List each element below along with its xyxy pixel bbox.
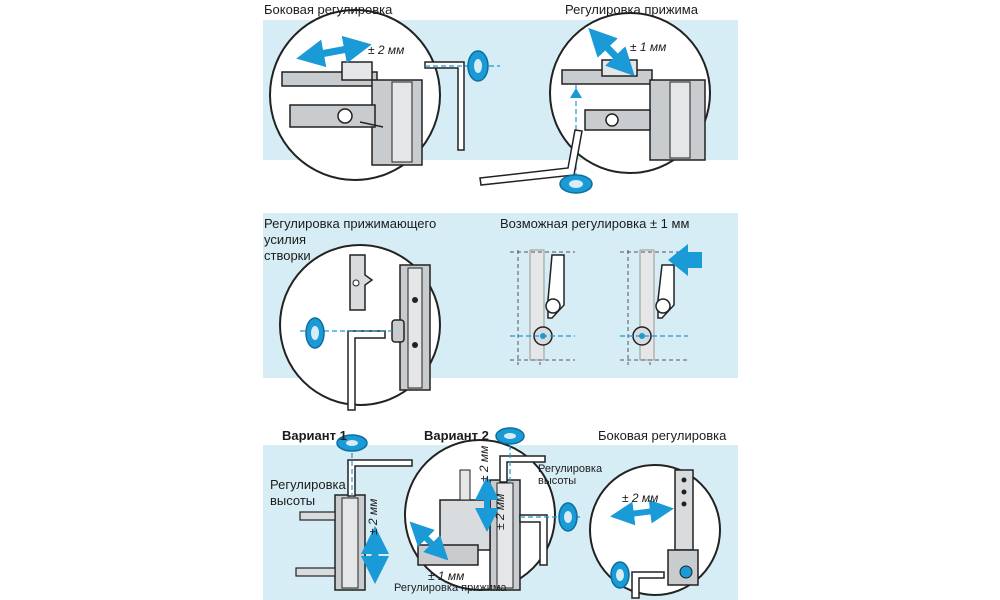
- hex-key-icon: [347, 459, 413, 497]
- hex-key-icon: [631, 571, 665, 599]
- lateral-double-arrow: [296, 35, 372, 68]
- variant2-tolerance-side: ± 2 мм: [493, 493, 507, 530]
- rotation-icon: [336, 434, 368, 452]
- hex-key-icon: [519, 514, 548, 566]
- cam-adjustment-left: [510, 249, 575, 365]
- section2-right-title: Возможная регулировка ± 1 мм: [500, 216, 690, 231]
- section1-right-title: Регулировка прижима: [565, 2, 698, 17]
- rotation-icon: [610, 561, 630, 589]
- rotation-icon: [305, 317, 325, 349]
- side-adjustment-title: Боковая регулировка: [598, 428, 727, 443]
- cam-adjustment-right: [620, 249, 688, 365]
- rotation-icon: [558, 502, 578, 532]
- section1-left-tolerance: ± 2 мм: [368, 43, 405, 57]
- pressure-double-arrow: [588, 27, 635, 77]
- rotation-icon: [559, 174, 593, 194]
- rotation-icon: [467, 50, 489, 82]
- section1-left-title: Боковая регулировка: [264, 2, 393, 17]
- variant2-press-tolerance: ± 1 мм: [428, 569, 465, 583]
- variant2-height-line1: Регулировка: [538, 463, 603, 475]
- hex-key-icon: [499, 455, 546, 483]
- push-arrow-icon: [668, 244, 702, 276]
- side-adjustment-tolerance: ± 2 мм: [622, 491, 659, 505]
- section2-left-title-line1: Регулировка прижимающего: [264, 216, 437, 231]
- section2-left-title-line3: створки: [264, 248, 311, 263]
- hex-key-icon: [479, 129, 583, 186]
- variant1-title: Вариант 1: [282, 428, 347, 443]
- variant2-tolerance-top: ± 2 мм: [477, 445, 491, 482]
- variant2-press-arrow: [409, 521, 449, 561]
- variant2-height-line2: высоты: [538, 475, 577, 487]
- variant2-press-label: Регулировка прижима: [394, 582, 507, 594]
- sash-pressure-view: [279, 244, 441, 406]
- side-double-arrow: [610, 499, 674, 526]
- hex-key-icon: [424, 61, 465, 151]
- variant1-height-line2: высоты: [270, 493, 316, 508]
- variant1-height-line1: Регулировка: [270, 477, 346, 492]
- lateral-adjustment-view: [269, 9, 441, 181]
- variant1-tolerance: ± 2 мм: [366, 498, 380, 535]
- section1-right-tolerance: ± 1 мм: [630, 40, 667, 54]
- variant2-title: Вариант 2: [424, 428, 489, 443]
- variant1-hinge: [295, 494, 366, 591]
- section2-left-title-line2: усилия: [264, 232, 307, 247]
- rotation-icon: [495, 427, 525, 445]
